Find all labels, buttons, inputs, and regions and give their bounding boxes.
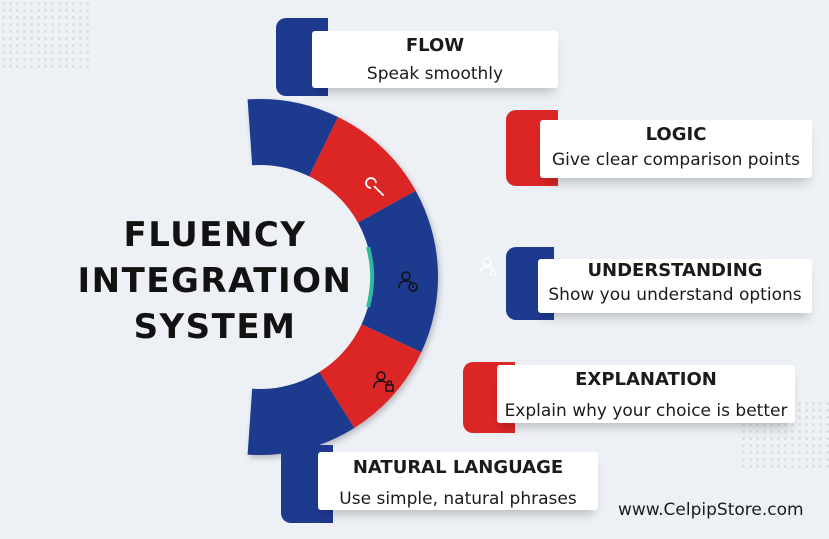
flow-title: FLOW [405,35,465,56]
dot-pattern-top-left [0,0,90,70]
understanding-subtitle: Show you understand options [548,285,802,305]
segment-understanding [354,190,438,353]
wheel-accent-arc [366,246,375,308]
flow-subtitle: Speak smoothly [366,64,504,84]
website-footer: www.CelpipStore.com [618,500,804,520]
understanding-title: UNDERSTANDING [587,260,763,281]
segment-natural-language [247,368,355,456]
understanding-card: UNDERSTANDING Show you understand option… [538,259,812,313]
segment-flow [247,99,339,180]
diagram-title: FLUENCY INTEGRATION SYSTEM [60,212,370,350]
user-icon [479,257,497,277]
wrench-icon [365,177,384,196]
logic-subtitle: Give clear comparison points [551,150,801,170]
explanation-card: EXPLANATION Explain why your choice is b… [497,365,795,423]
logic-card: LOGIC Give clear comparison points [540,120,812,178]
user-info-icon [398,271,418,292]
title-line-1: FLUENCY [123,215,307,255]
explanation-title: EXPLANATION [575,369,717,390]
title-line-3: SYSTEM [133,307,297,347]
natural-language-card: NATURAL LANGUAGE Use simple, natural phr… [318,452,598,510]
natural-language-title: NATURAL LANGUAGE [352,457,564,478]
user-lock-icon [373,371,394,392]
title-line-2: INTEGRATION [77,261,353,301]
natural-language-subtitle: Use simple, natural phrases [339,489,577,509]
logic-title: LOGIC [645,124,707,145]
flow-card: FLOW Speak smoothly [312,31,558,88]
explanation-subtitle: Explain why your choice is better [504,401,788,421]
wheel-hole [148,165,372,389]
